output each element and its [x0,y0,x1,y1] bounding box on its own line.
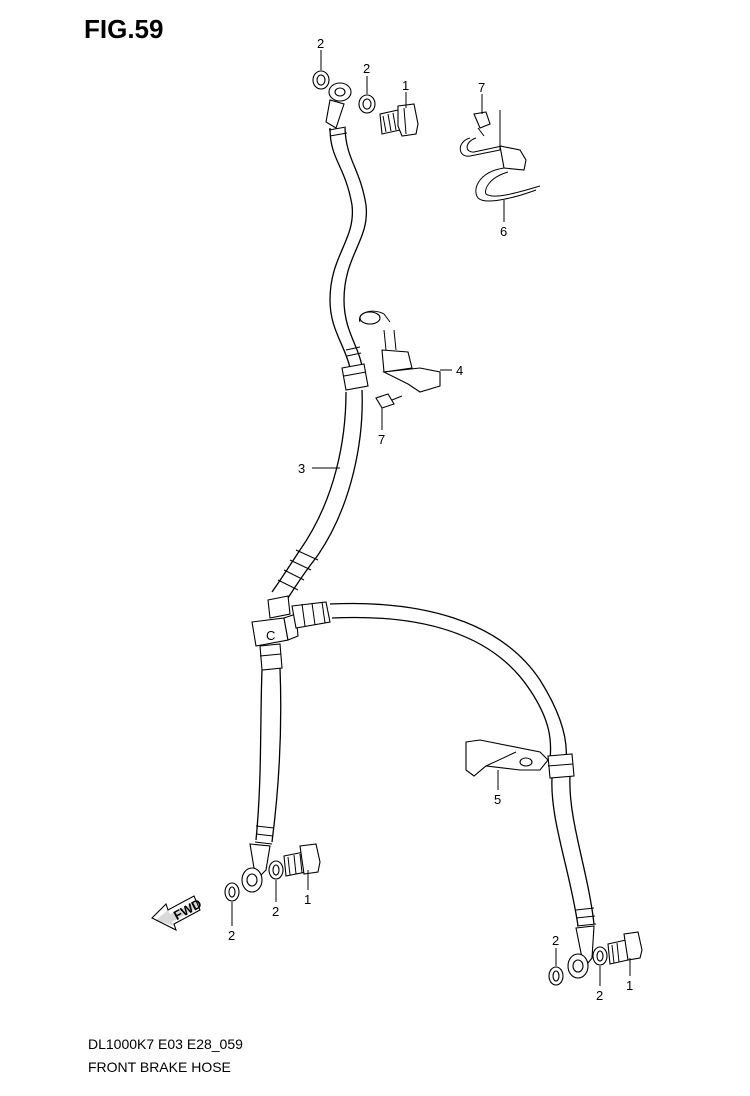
washer-top-mid [358,94,376,114]
callout-bolt-clamp-mid: 7 [378,432,385,447]
callout-washer-lower-left-a: 2 [228,928,235,943]
washer-lower-left-b [268,860,284,880]
diagram-code: DL1000K7 E03 E28_059 [88,1036,243,1052]
callout-bolt-lower-left: 1 [304,892,311,907]
junction-label: C [266,628,275,643]
fwd-arrow-label: FWD [171,896,204,923]
diagram-caption: FRONT BRAKE HOSE [88,1059,231,1075]
bracket-lower [465,739,549,777]
banjo-lower-right [567,925,595,979]
callout-washer-top-mid: 2 [363,61,370,76]
clamp-mid [358,310,441,393]
banjo-bolt-lower-right [607,931,643,965]
washer-lower-right-b [592,946,608,966]
main-hose [271,389,363,599]
leader-lines [231,50,631,986]
callout-bracket-lower: 5 [494,792,501,807]
callout-bolt-top: 1 [402,78,409,93]
callout-washer-lower-right-b: 2 [596,988,603,1003]
fwd-arrow-icon [151,895,201,932]
upper-banjo-fitting [325,82,352,129]
washer-lower-right-a [548,966,564,986]
upper-hose [328,126,368,369]
banjo-lower-left [241,843,271,893]
callout-washer-lower-left-b: 2 [272,904,279,919]
washer-lower-left-a [224,882,240,902]
callout-clamp-mid: 4 [456,363,463,378]
callout-bolt-lower-right: 1 [626,978,633,993]
left-hose [254,643,283,845]
callout-bolt-clamp-top: 7 [478,80,485,95]
banjo-bolt-top [379,103,419,137]
callout-clamp-top: 6 [500,224,507,239]
clamp-top-bolt [473,108,491,137]
hose-grommet [341,363,369,391]
banjo-bolt-lower-left [283,843,321,877]
callout-washer-lower-right-a: 2 [552,933,559,948]
clamp-mid-bolt [375,393,403,409]
right-hose [291,601,597,927]
callout-washer-top-left: 2 [317,36,324,51]
washer-top-left [312,70,330,90]
figure-title: FIG.59 [84,14,164,44]
callout-hose-main: 3 [298,461,305,476]
clamp-top [459,110,541,202]
